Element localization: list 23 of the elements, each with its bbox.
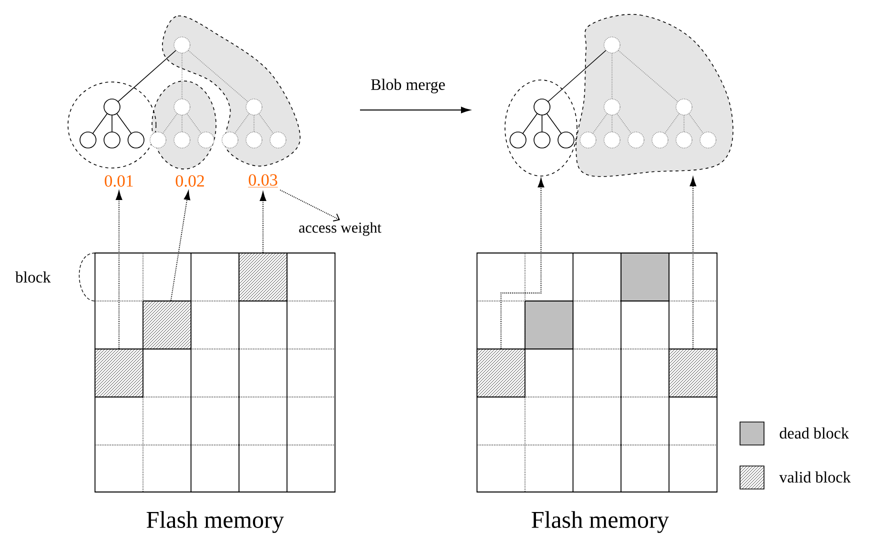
weight-value: 0.02: [176, 175, 204, 187]
weight-value: 0.03: [248, 174, 278, 188]
arrow: [280, 190, 340, 222]
arrow: [170, 190, 190, 301]
blob-outline: [504, 80, 578, 176]
part-label: block: [15, 271, 51, 283]
blob-outline: [576, 14, 734, 177]
weight-value: 0.01: [104, 175, 133, 187]
valid-block: [476, 348, 526, 398]
arrow: [690, 176, 696, 349]
caption: Flash memory: [146, 511, 284, 533]
arrow: [500, 178, 544, 349]
legend-text: dead block: [780, 427, 849, 439]
arrow: [116, 190, 122, 349]
arrow-label: Blob merge: [371, 78, 445, 94]
arrow: [260, 192, 266, 253]
valid-block: [238, 252, 288, 302]
valid-block: [94, 348, 144, 398]
valid-block: [668, 348, 718, 398]
legend-text: valid block: [779, 471, 851, 483]
caption: Flash memory: [532, 511, 669, 533]
callout-text: access weight: [299, 222, 382, 236]
valid-block: [142, 300, 192, 350]
